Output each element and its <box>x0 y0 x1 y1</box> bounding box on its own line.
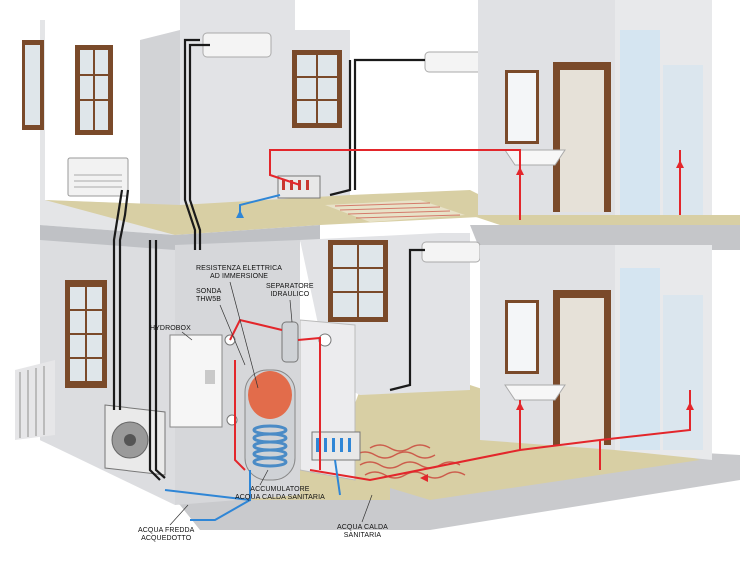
upper-sink <box>504 149 566 166</box>
wall-ac-upper-left <box>202 32 272 58</box>
wall-ac-lower <box>421 241 481 263</box>
upper-shower-panel <box>663 65 703 215</box>
hydraulic-separator <box>281 321 299 363</box>
label-hydrobox: HYDROBOX <box>150 325 191 332</box>
floor-console-unit <box>67 157 129 197</box>
lower-floor-heating <box>354 444 466 479</box>
label-separatore: SEPARATORE IDRAULICO <box>266 283 314 298</box>
black-pipes <box>112 38 425 481</box>
hot-pipes <box>229 149 691 482</box>
label-acqua-fredda: ACQUA FREDDA ACQUEDOTTO <box>138 527 195 542</box>
hot-arrows <box>420 160 694 482</box>
lower-shower-panel <box>663 295 703 450</box>
upper-partition <box>140 30 180 210</box>
label-accumulatore: ACCUMULATORE ACQUA CALDA SANITARIA <box>235 486 325 501</box>
lower-shower-glass <box>620 268 660 450</box>
label-sonda: SONDA THW5B <box>196 288 222 303</box>
upper-shower-glass <box>620 30 660 220</box>
lower-sink <box>504 384 566 401</box>
balcony-railing <box>19 366 45 438</box>
label-acqua-calda: ACQUA CALDA SANITARIA <box>337 524 388 539</box>
leader-lines <box>169 281 373 526</box>
label-resistenza: RESISTENZA ELETTRICA AD IMMERSIONE <box>196 265 283 280</box>
wall-ac-upper-right <box>424 51 484 73</box>
